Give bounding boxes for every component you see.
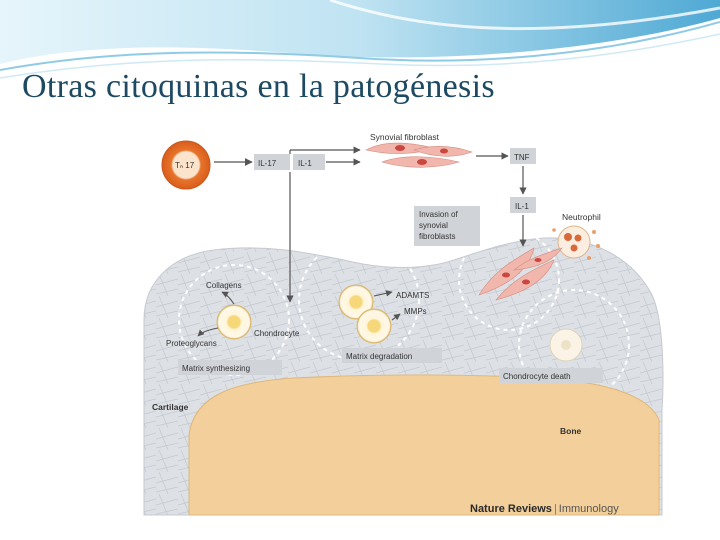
lacuna-outline [458, 229, 560, 331]
chondrocyte-death-label: Chondrocyte death [503, 372, 571, 381]
header-swoosh-decoration [0, 0, 720, 79]
tnf-label: TNF [514, 153, 530, 162]
invading-fibroblasts [478, 247, 563, 301]
bone-region [188, 374, 660, 516]
lacuna-outline [518, 289, 630, 401]
neutrophil-cell [552, 225, 600, 260]
il1-label: IL-1 [298, 159, 312, 168]
collagens-label: Collagens [206, 281, 242, 290]
invasion-label: Invasion of synovial fibroblasts [419, 210, 460, 241]
synovial-fibroblast-label: Synovial fibroblast [370, 132, 440, 142]
invasion-box [414, 206, 480, 246]
chondrocyte-left [216, 304, 252, 340]
chondrocyte-to-adamts-arrow [373, 290, 393, 297]
chondrocyte-label: Chondrocyte [254, 329, 300, 338]
chondrocyte-dying [549, 328, 583, 362]
slide-title: Otras citoquinas en la patogénesis [22, 68, 495, 105]
credit-brand: Nature Reviews [470, 503, 552, 515]
chondrocyte-to-collagens-arrow [221, 291, 235, 305]
il1-right-box [510, 197, 536, 213]
tnf-box [510, 148, 536, 164]
lacuna-outline [298, 239, 420, 361]
chondrocyte-to-proteoglycans-arrow [197, 327, 219, 337]
th17-label: Tₙ 17 [175, 161, 195, 170]
il17-box [254, 154, 290, 170]
matrix-synthesizing-label: Matrix synthesizing [182, 364, 250, 373]
matrix-degradation-label: Matrix degradation [346, 352, 412, 361]
mmps-label: MMPs [404, 307, 427, 316]
il1-right-label: IL-1 [515, 202, 529, 211]
lacuna-outline [178, 264, 290, 376]
il17-label: IL-17 [258, 159, 277, 168]
chondrocyte-death-box [499, 368, 603, 383]
bone-label: Bone [560, 426, 582, 436]
credit-separator: | [553, 503, 557, 515]
credit-journal: Immunology [558, 503, 619, 515]
cartilage-label: Cartilage [152, 402, 189, 412]
adamts-label: ADAMTS [396, 291, 429, 300]
figure-credit: Nature Reviews|Immunology [470, 503, 619, 515]
chondrocyte-center-upper [338, 284, 374, 320]
chondrocyte-to-mmps-arrow [391, 313, 401, 321]
proteoglycans-label: Proteoglycans [166, 339, 217, 348]
synovial-fibroblast-cells [365, 142, 473, 168]
neutrophil-label: Neutrophil [562, 212, 601, 222]
th17-cell: Tₙ 17 [161, 140, 211, 190]
chondrocyte-center-lower [356, 308, 392, 344]
il1-box [293, 154, 325, 170]
matrix-degradation-box [342, 348, 442, 363]
invasion-label-line1: Invasion of [419, 210, 458, 219]
matrix-synthesizing-box [178, 360, 282, 375]
invasion-label-line2: synovial [419, 221, 448, 230]
pathogenesis-diagram: Bone Cartilage Tₙ 17 IL-17 IL-1 Synovial… [143, 132, 664, 516]
invasion-label-line3: fibroblasts [419, 232, 455, 241]
